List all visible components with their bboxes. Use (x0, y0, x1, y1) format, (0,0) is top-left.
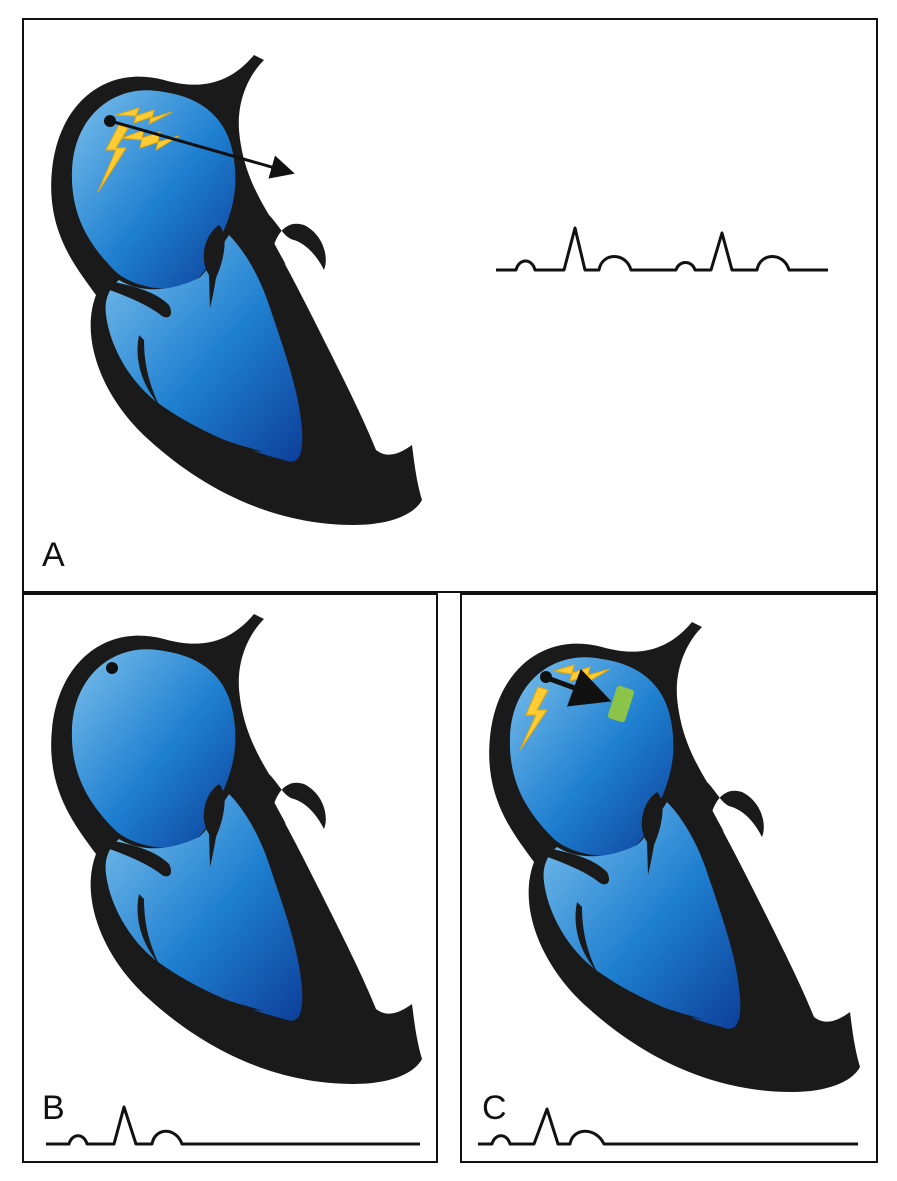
sinus-node-dot (540, 671, 552, 683)
sinus-node-dot (106, 662, 118, 674)
panel-label: B (42, 1089, 65, 1127)
sinus-node-dot (104, 115, 116, 127)
panel-b-drawing (46, 614, 422, 1146)
conduction-arrow-icon (113, 120, 295, 179)
panel-b: B (22, 593, 438, 1163)
impulse-lightning-icon (97, 107, 180, 193)
panel-c-drawing (478, 622, 860, 1146)
panel-label: C (482, 1089, 507, 1127)
panel-a-drawing (51, 55, 828, 525)
conduction-arrow-icon (549, 668, 612, 707)
panel-c: C (460, 593, 878, 1163)
panel-a: A (22, 18, 878, 593)
heart-diagram (51, 614, 422, 1084)
ecg-trace (46, 1105, 420, 1146)
ecg-trace (496, 226, 828, 272)
ecg-trace (478, 1107, 858, 1146)
conduction-block-marker (607, 685, 635, 723)
panel-label: A (42, 536, 65, 574)
